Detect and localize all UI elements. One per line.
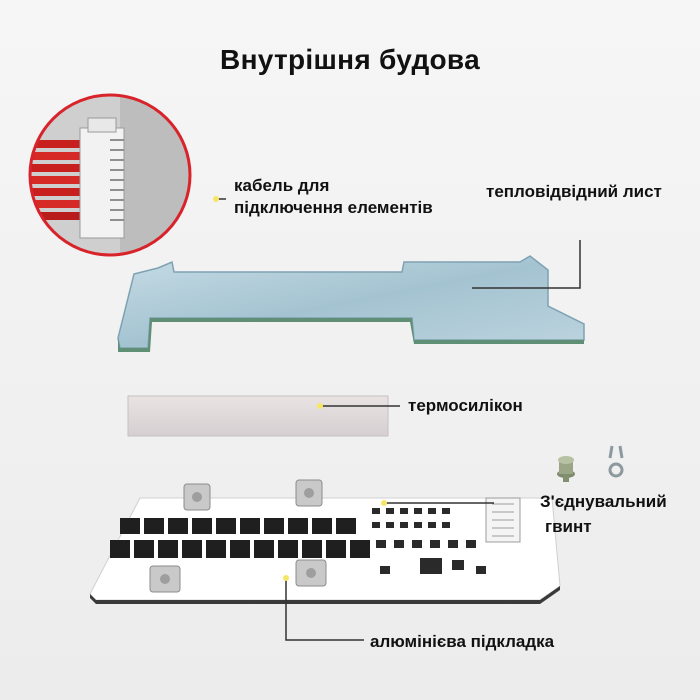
label-cable-line1: кабель для: [234, 176, 330, 195]
bms-pcb: [89, 479, 561, 604]
label-screw-line1: З'єднувальний: [540, 492, 667, 511]
label-heat-sheet: тепловідвідний лист: [486, 182, 662, 201]
red-wires: [30, 140, 85, 220]
label-screw-line2: гвинт: [545, 517, 592, 536]
heat-sink-sheet: [117, 255, 585, 352]
label-thermo: термосилікон: [408, 396, 523, 415]
screw-terminal-icon: [557, 456, 575, 482]
leader-lines: [216, 198, 581, 641]
mosfet-rows: [110, 518, 370, 558]
page-title: Внутрішня будова: [220, 44, 480, 75]
ring-lug-icon: [608, 445, 624, 478]
label-aluminum: алюмінієва підкладка: [370, 632, 555, 651]
balance-connector: [485, 497, 521, 543]
control-components: [372, 508, 486, 574]
leader-dots: [213, 196, 387, 581]
thermal-silicone-pad: [127, 395, 389, 437]
label-cable-line2: підключення елементів: [234, 198, 433, 217]
connector-zoom-inset: [28, 93, 192, 257]
